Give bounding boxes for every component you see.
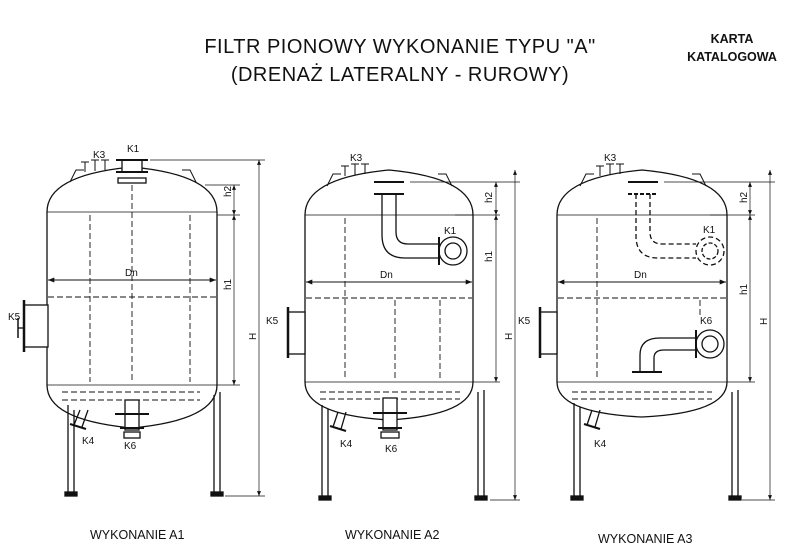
label-a3-h: H — [759, 318, 770, 325]
label-a3-k4: K4 — [594, 439, 607, 450]
catalog-card-line-1: KARTA — [710, 32, 754, 46]
label-a2-k4: K4 — [340, 439, 353, 450]
label-a1-k6: K6 — [124, 441, 137, 452]
label-a2-k6: K6 — [385, 444, 398, 455]
label-a2-h: H — [504, 333, 515, 340]
label-a3-k3: K3 — [604, 153, 617, 164]
label-a2-k3: K3 — [350, 153, 363, 164]
label-a2-h1: h1 — [484, 250, 495, 262]
label-a3-k5: K5 — [518, 316, 531, 327]
title-line-2: (DRENAŻ LATERALNY - RUROWY) — [230, 64, 570, 86]
label-a2-h2: h2 — [484, 191, 495, 203]
label-a1-k1: K1 — [127, 144, 140, 155]
vessel-a2-body — [304, 169, 474, 421]
label-a3-k1: K1 — [703, 225, 716, 236]
caption-variant-a3: WYKONANIE A3 — [598, 532, 693, 546]
label-a3-k6: K6 — [700, 316, 713, 327]
catalog-card-badge: KARTA KATALOGOWA — [672, 30, 792, 66]
label-a2-k5: K5 — [266, 316, 279, 327]
title-line-1: FILTR PIONOWY WYKONANIE TYPU "A" — [204, 36, 596, 58]
label-a2-k1: K1 — [444, 226, 457, 237]
vessel-a3-body — [556, 169, 728, 418]
filter-variant-a3 — [538, 163, 775, 501]
caption-variant-a1: WYKONANIE A1 — [90, 528, 185, 542]
label-a1-h: H — [248, 333, 259, 340]
catalog-card-line-2: KATALOGOWA — [687, 50, 777, 64]
label-a1-h2: h2 — [223, 185, 234, 197]
label-a1-k3: K3 — [93, 150, 106, 161]
label-a1-k4: K4 — [82, 436, 95, 447]
label-a2-dn: Dn — [380, 270, 393, 281]
filter-variant-a2 — [286, 163, 520, 501]
filter-variant-a1 — [17, 159, 265, 497]
label-a1-k5: K5 — [8, 312, 21, 323]
caption-variant-a2: WYKONANIE A2 — [345, 528, 440, 542]
label-a3-h1: h1 — [739, 283, 750, 295]
label-a1-dn: Dn — [125, 268, 138, 279]
label-a3-h2: h2 — [739, 191, 750, 203]
label-a3-dn: Dn — [634, 270, 647, 281]
label-a1-h1: h1 — [223, 278, 234, 290]
